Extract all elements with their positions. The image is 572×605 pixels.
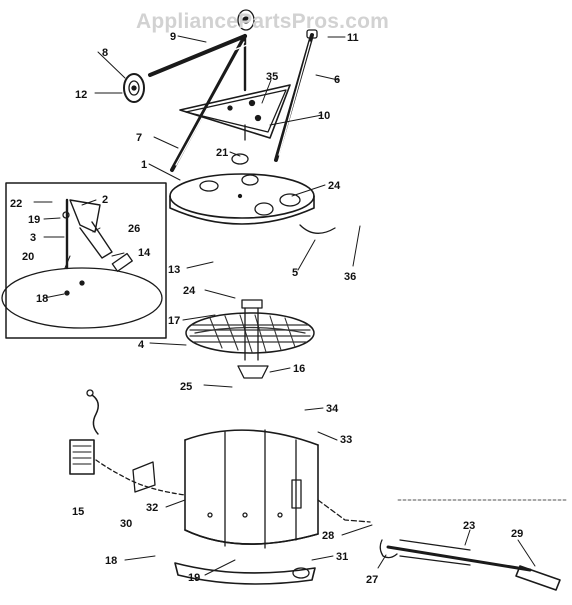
callout-24-mid: 24 [183,285,196,297]
callout-6: 6 [334,74,340,86]
callout-36: 36 [344,271,356,283]
base-pan [174,562,316,585]
spit-rod [379,539,532,572]
mounting-bracket [132,461,156,493]
callout-3: 3 [30,232,36,244]
callout-13: 13 [168,264,180,276]
controller-box [69,439,95,475]
callout-19-base: 19 [188,572,200,584]
callout-35: 35 [266,71,278,83]
callout-labels: 9 11 8 12 35 6 10 7 21 1 24 22 2 19 26 3… [10,31,523,586]
power-cord [86,389,186,496]
callout-34: 34 [326,403,339,415]
callout-32: 32 [146,502,158,514]
callout-1: 1 [141,159,147,171]
callout-28: 28 [322,530,334,542]
motor-pulley [237,9,255,31]
leader-lines [33,35,536,576]
callout-26: 26 [128,223,140,235]
callout-9: 9 [170,31,176,43]
callout-25: 25 [180,381,192,393]
grate [185,299,315,361]
callout-8: 8 [102,47,108,59]
bracket-lower [237,365,269,379]
callout-27: 27 [366,574,378,586]
callout-30: 30 [120,518,132,530]
wheel-pulley [123,73,145,103]
callout-7: 7 [136,132,142,144]
spit-handle [515,565,561,591]
callout-22: 22 [10,198,22,210]
callout-14: 14 [138,247,151,259]
callout-21: 21 [216,147,228,159]
base-cylinder [184,429,371,549]
callout-19-inset: 19 [28,214,40,226]
callout-12: 12 [75,89,87,101]
hood-disc [169,153,336,234]
callout-29: 29 [511,528,523,540]
callout-20: 20 [22,251,34,263]
watermark: AppliancePartsPros.com [136,10,389,33]
callout-11: 11 [347,32,359,44]
callout-16: 16 [293,363,305,375]
callout-18-inset: 18 [36,293,48,305]
callout-15: 15 [72,506,84,518]
callout-18-base: 18 [105,555,117,567]
callout-4: 4 [138,339,145,351]
callout-10: 10 [318,110,330,122]
triangle-bracket [179,84,291,141]
callout-31: 31 [336,551,348,563]
rod-end-cap [306,29,318,39]
callout-24-top: 24 [328,180,341,192]
callout-23: 23 [463,520,475,532]
callout-5: 5 [292,267,298,279]
callout-33: 33 [340,434,352,446]
inset-detail-panel [1,182,167,339]
callout-2: 2 [102,194,108,206]
callout-17: 17 [168,315,180,327]
